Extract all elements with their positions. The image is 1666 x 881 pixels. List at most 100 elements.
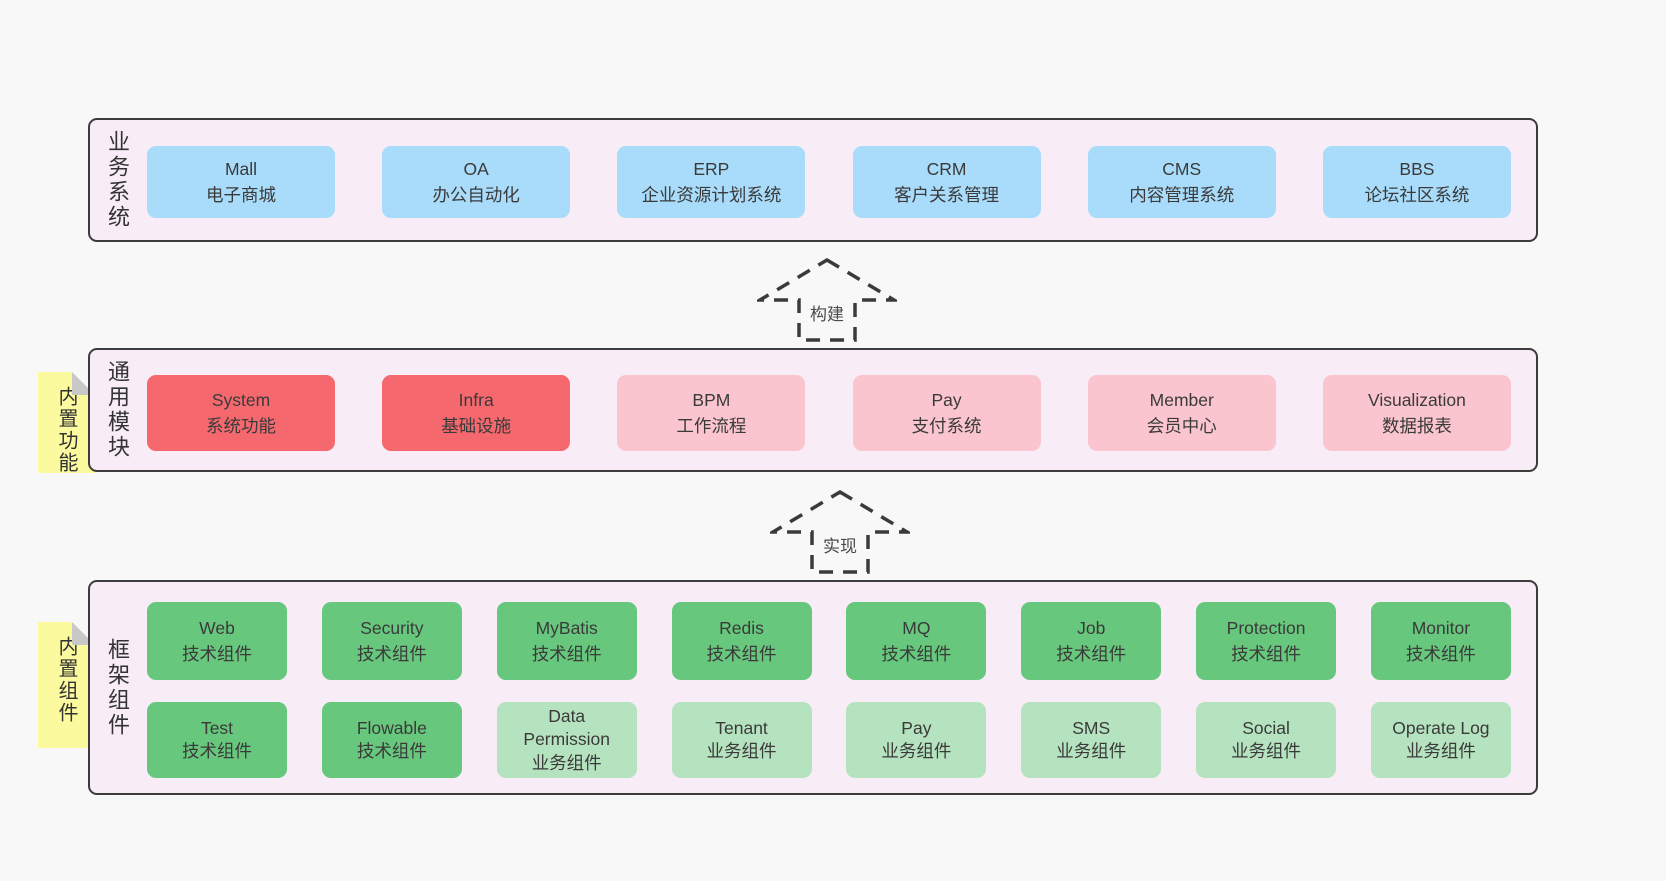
- box-bbs: BBS 论坛社区系统: [1322, 146, 1511, 218]
- box-name: Pay: [931, 389, 962, 410]
- box-name: Data Permission: [523, 706, 610, 750]
- band-framework-components-label: 框架组件: [105, 637, 130, 738]
- box-protection: Protection 技术组件: [1196, 602, 1337, 680]
- box-subtitle: 客户关系管理: [894, 185, 1000, 205]
- box-subtitle: 技术组件: [356, 741, 427, 761]
- box-name: Tenant: [715, 717, 768, 738]
- box-sms: SMS 业务组件: [1021, 702, 1162, 778]
- box-subtitle: 论坛社区系统: [1364, 185, 1470, 205]
- box-subtitle: 数据报表: [1381, 416, 1452, 436]
- box-subtitle: 办公自动化: [432, 185, 520, 205]
- box-subtitle: 业务组件: [531, 752, 602, 773]
- box-name: MQ: [902, 617, 931, 638]
- box-infra: Infra 基础设施: [382, 375, 571, 451]
- band-framework-components: 框架组件 Web 技术组件 Security 技术组件 MyBatis 技术组件…: [88, 580, 1538, 795]
- band-common-modules-label: 通用模块: [105, 360, 130, 460]
- box-subtitle: 会员中心: [1146, 416, 1217, 436]
- box-subtitle: 技术组件: [706, 644, 777, 664]
- box-job: Job 技术组件: [1021, 602, 1162, 680]
- box-mybatis: MyBatis 技术组件: [496, 602, 637, 680]
- box-member: Member 会员中心: [1087, 375, 1276, 451]
- box-name: Infra: [458, 389, 494, 410]
- box-subtitle: 基础设施: [441, 416, 512, 436]
- box-subtitle: 技术组件: [182, 644, 252, 664]
- box-subtitle: 工作流程: [676, 416, 747, 436]
- box-name: BPM: [692, 389, 731, 410]
- box-subtitle: 业务组件: [1231, 741, 1302, 761]
- box-subtitle: 技术组件: [531, 644, 602, 664]
- box-name: Monitor: [1411, 617, 1471, 638]
- arrow-build-label: 构建: [807, 300, 847, 325]
- box-subtitle: 技术组件: [182, 741, 252, 761]
- box-data-permission: Data Permission 业务组件: [496, 702, 637, 778]
- arrow-implement-label: 实现: [820, 532, 860, 557]
- box-name: Flowable: [356, 717, 427, 738]
- box-cms: CMS 内容管理系统: [1087, 146, 1276, 218]
- box-subtitle: 业务组件: [881, 741, 952, 761]
- box-name: Social: [1242, 717, 1290, 738]
- box-name: Redis: [719, 617, 764, 638]
- box-name: Pay: [901, 717, 932, 738]
- note-built-in-components: 内置组件: [38, 622, 95, 748]
- box-mall: Mall 电子商城: [147, 146, 335, 218]
- box-name: Protection: [1226, 617, 1306, 638]
- box-subtitle: 技术组件: [1405, 644, 1476, 664]
- box-subtitle: 内容管理系统: [1129, 185, 1235, 205]
- box-name: Test: [200, 717, 234, 738]
- box-name: Security: [360, 617, 424, 638]
- box-system: System 系统功能: [147, 375, 335, 451]
- box-name: BBS: [1399, 158, 1435, 179]
- box-pay-system: Pay 支付系统: [852, 375, 1041, 451]
- box-subtitle: 系统功能: [206, 416, 276, 436]
- box-security: Security 技术组件: [321, 602, 462, 680]
- box-subtitle: 支付系统: [911, 416, 982, 436]
- arrow-build: 构建: [757, 256, 897, 346]
- box-name: Visualization: [1367, 389, 1466, 410]
- note-built-in-functions: 内置功能: [38, 372, 95, 474]
- box-name: OA: [463, 158, 489, 179]
- up-arrow-icon: [770, 489, 910, 574]
- box-monitor: Monitor 技术组件: [1370, 602, 1511, 680]
- box-name: CRM: [926, 158, 967, 179]
- box-test: Test 技术组件: [147, 702, 287, 778]
- note-built-in-functions-label: 内置功能: [55, 386, 77, 474]
- band-business-systems-label: 业务系统: [105, 130, 130, 230]
- band-common-modules: 通用模块 System 系统功能 Infra 基础设施 BPM 工作流程 Pay…: [88, 348, 1538, 472]
- box-flowable: Flowable 技术组件: [321, 702, 462, 778]
- up-arrow-icon: [757, 257, 897, 342]
- box-subtitle: 业务组件: [1056, 741, 1127, 761]
- box-redis: Redis 技术组件: [671, 602, 812, 680]
- box-subtitle: 电子商城: [206, 185, 276, 205]
- box-subtitle: 业务组件: [1405, 741, 1476, 761]
- box-erp: ERP 企业资源计划系统: [617, 146, 806, 218]
- box-name: Member: [1149, 389, 1214, 410]
- box-mq: MQ 技术组件: [846, 602, 987, 680]
- box-operate-log: Operate Log 业务组件: [1370, 702, 1511, 778]
- box-visualization: Visualization 数据报表: [1322, 375, 1511, 451]
- box-subtitle: 企业资源计划系统: [641, 185, 782, 205]
- box-oa: OA 办公自动化: [382, 146, 571, 218]
- box-name: ERP: [693, 158, 730, 179]
- box-subtitle: 技术组件: [881, 644, 952, 664]
- box-subtitle: 技术组件: [1231, 644, 1302, 664]
- band-business-systems: 业务系统 Mall 电子商城 OA 办公自动化 ERP 企业资源计划系统 CRM…: [88, 118, 1538, 242]
- box-subtitle: 技术组件: [1056, 644, 1127, 664]
- box-name: Mall: [224, 158, 258, 179]
- box-subtitle: 业务组件: [706, 741, 777, 761]
- note-built-in-components-label: 内置组件: [55, 636, 77, 724]
- box-web: Web 技术组件: [147, 602, 287, 680]
- box-pay-component: Pay 业务组件: [846, 702, 987, 778]
- box-name: Job: [1077, 617, 1106, 638]
- box-name: CMS: [1162, 158, 1202, 179]
- box-name: Operate Log: [1392, 717, 1490, 738]
- box-name: System: [211, 389, 271, 410]
- box-subtitle: 技术组件: [356, 644, 427, 664]
- box-name: Web: [199, 617, 235, 638]
- box-crm: CRM 客户关系管理: [852, 146, 1041, 218]
- box-bpm: BPM 工作流程: [617, 375, 806, 451]
- arrow-implement: 实现: [770, 488, 910, 578]
- box-name: SMS: [1072, 717, 1111, 738]
- box-name: MyBatis: [535, 617, 598, 638]
- box-social: Social 业务组件: [1196, 702, 1337, 778]
